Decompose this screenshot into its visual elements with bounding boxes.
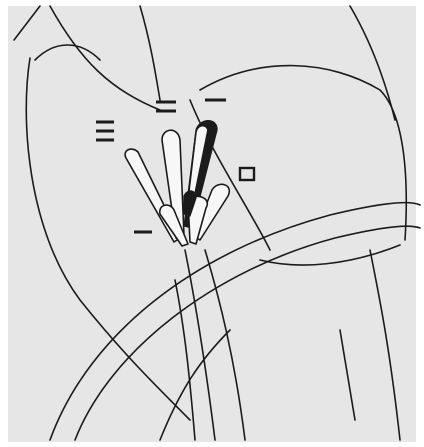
illustration-background: [8, 6, 416, 442]
